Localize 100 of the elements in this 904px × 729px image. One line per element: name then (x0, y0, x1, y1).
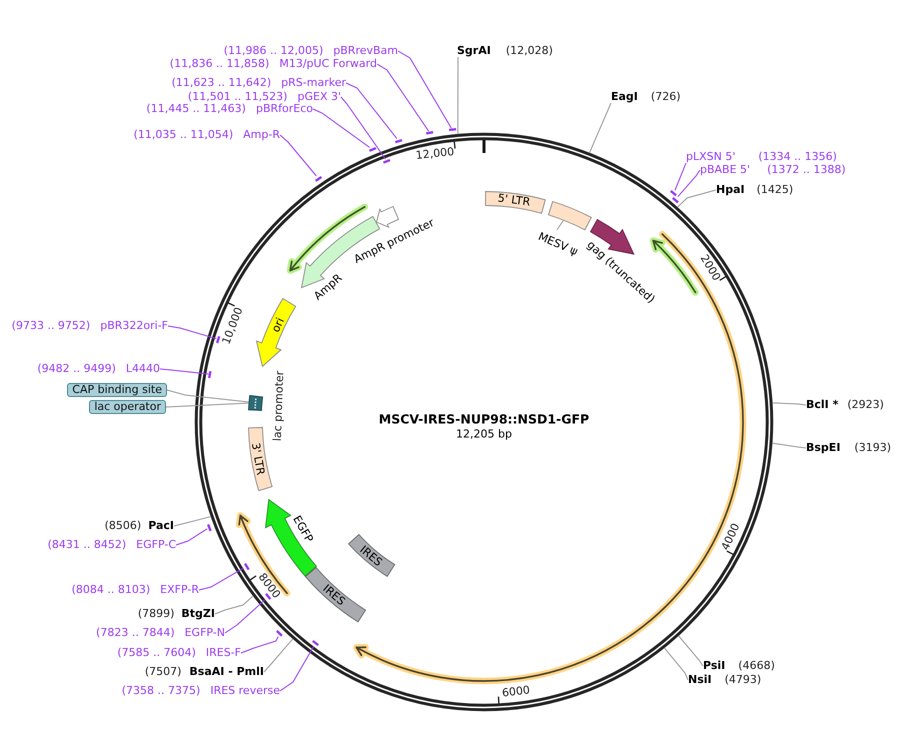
primer-name: EGFP-N (184, 627, 225, 639)
primer-position: (7823 .. 7844) (96, 627, 175, 639)
leader-line (198, 568, 244, 590)
leader-line (376, 64, 430, 132)
primer-mark-icon (670, 190, 678, 197)
leader-line (214, 595, 254, 614)
primer-mark-icon (394, 138, 402, 143)
scale-label: 12,000 (415, 146, 455, 162)
primer-mark-icon (369, 147, 377, 152)
primer-name: EGFP-C (136, 539, 176, 551)
leader-line (676, 190, 716, 208)
cut-position: (4668) (738, 660, 775, 672)
feature-label: 5' LTR (497, 191, 531, 209)
leader-line (674, 162, 686, 191)
cut-position: (2923) (847, 399, 884, 411)
enzyme-name: EagI (611, 91, 638, 103)
plasmid-name: MSCV-IRES-NUP98::NSD1-GFP (378, 412, 590, 426)
cut-position: (8506) (104, 520, 142, 532)
leader-line (588, 102, 612, 154)
cut-position: (1425) (756, 184, 794, 196)
feature-block (548, 200, 592, 230)
primer-mark-icon (383, 159, 391, 164)
feature-block (248, 394, 264, 411)
feature-tag: lac operator (89, 400, 166, 414)
leader-line (312, 108, 370, 148)
primer-position: (11,986 .. 12,005) (224, 45, 324, 57)
leader-line (166, 390, 249, 402)
enzyme-name: BsaAI - PmlI (189, 666, 264, 678)
leader-line (340, 96, 386, 160)
leader-line (224, 599, 266, 634)
leader-line (678, 635, 704, 666)
scale-label: 4000 (719, 522, 742, 552)
primer-position: (8084 .. 8103) (72, 584, 150, 596)
primer-position: (9733 .. 9752) (12, 320, 90, 332)
feature-block (248, 427, 272, 492)
primer-mark-icon (207, 524, 212, 532)
feature-label: MESV ψ (536, 230, 580, 258)
enzyme-name: HpaI (716, 184, 745, 196)
enzyme-name: SgrAI (457, 45, 491, 57)
primer-position: (11,623 .. 11,642) (172, 77, 272, 89)
leader-line (240, 636, 279, 654)
primer-position: (11,035 .. 11,054) (134, 129, 234, 141)
leader-line (280, 646, 314, 692)
primer-name: pBRrevBam (333, 45, 398, 57)
primer-position: (7358 .. 7375) (122, 685, 200, 697)
primer-position: (1372 .. 1388) (767, 164, 846, 176)
primer-name: EXFP-R (160, 584, 199, 596)
primer-name: IRES-F (206, 647, 241, 659)
leader-line (677, 170, 700, 198)
primer-name: pBABE 5' (700, 164, 750, 176)
cut-position: (7899) (138, 608, 174, 620)
primer-name: pBR322ori-F (100, 320, 168, 332)
leader-line (398, 50, 452, 129)
feature-label: ori (269, 316, 287, 334)
enzyme-name: BtgZI (181, 608, 215, 620)
primer-name: IRES reverse (210, 685, 280, 697)
leader-line (664, 647, 688, 680)
enzyme-name: NsiI (688, 674, 712, 686)
leader-line (168, 326, 217, 340)
leader-line (174, 516, 212, 526)
leader-line (556, 220, 564, 230)
cut-position: (3193) (854, 442, 891, 454)
cut-position: (12,028) (506, 45, 553, 57)
leader-line (346, 82, 398, 140)
leader-line (280, 134, 317, 176)
enzyme-name: BspEI (806, 442, 840, 454)
directional-feature (256, 298, 296, 368)
primer-mark-icon (208, 370, 212, 378)
cut-position: (7507) (144, 666, 182, 678)
enzyme-name: PsiI (703, 660, 726, 672)
leader-line (160, 368, 209, 374)
leader-line (264, 638, 294, 672)
primer-position: (9482 .. 9499) (37, 363, 116, 375)
primer-name: M13/pUC Forward (279, 58, 377, 70)
leader-line (166, 402, 249, 408)
primer-position: (11,501 .. 11,523) (188, 91, 288, 103)
feature-block (348, 534, 396, 577)
primer-name: L4440 (126, 363, 160, 375)
primer-mark-icon (672, 196, 678, 204)
primer-mark-icon (448, 128, 456, 132)
primer-mark-icon (244, 562, 250, 570)
plasmid-size: 12,205 bp (456, 428, 512, 440)
leader-line (457, 56, 458, 135)
leader-line (772, 442, 806, 448)
primer-name: pLXSN 5' (686, 151, 736, 163)
primer-mark-icon (315, 176, 322, 182)
cut-position: (726) (650, 91, 680, 103)
leader-line (176, 528, 208, 546)
primer-mark-icon (426, 131, 434, 135)
primer-name: pBRforEco (256, 103, 313, 115)
feature-label: lac promoter (272, 370, 286, 442)
primer-mark-icon (276, 630, 284, 637)
primer-mark-icon (216, 336, 221, 344)
scale-label: 6000 (501, 684, 530, 700)
enzyme-name: BclI * (806, 399, 838, 411)
primer-name: pGEX 3' (297, 91, 341, 103)
primer-position: (8431 .. 8452) (48, 539, 126, 551)
feature-block (485, 190, 546, 214)
primer-position: (11,836 .. 11,858) (170, 58, 270, 70)
feature-block (304, 566, 366, 622)
